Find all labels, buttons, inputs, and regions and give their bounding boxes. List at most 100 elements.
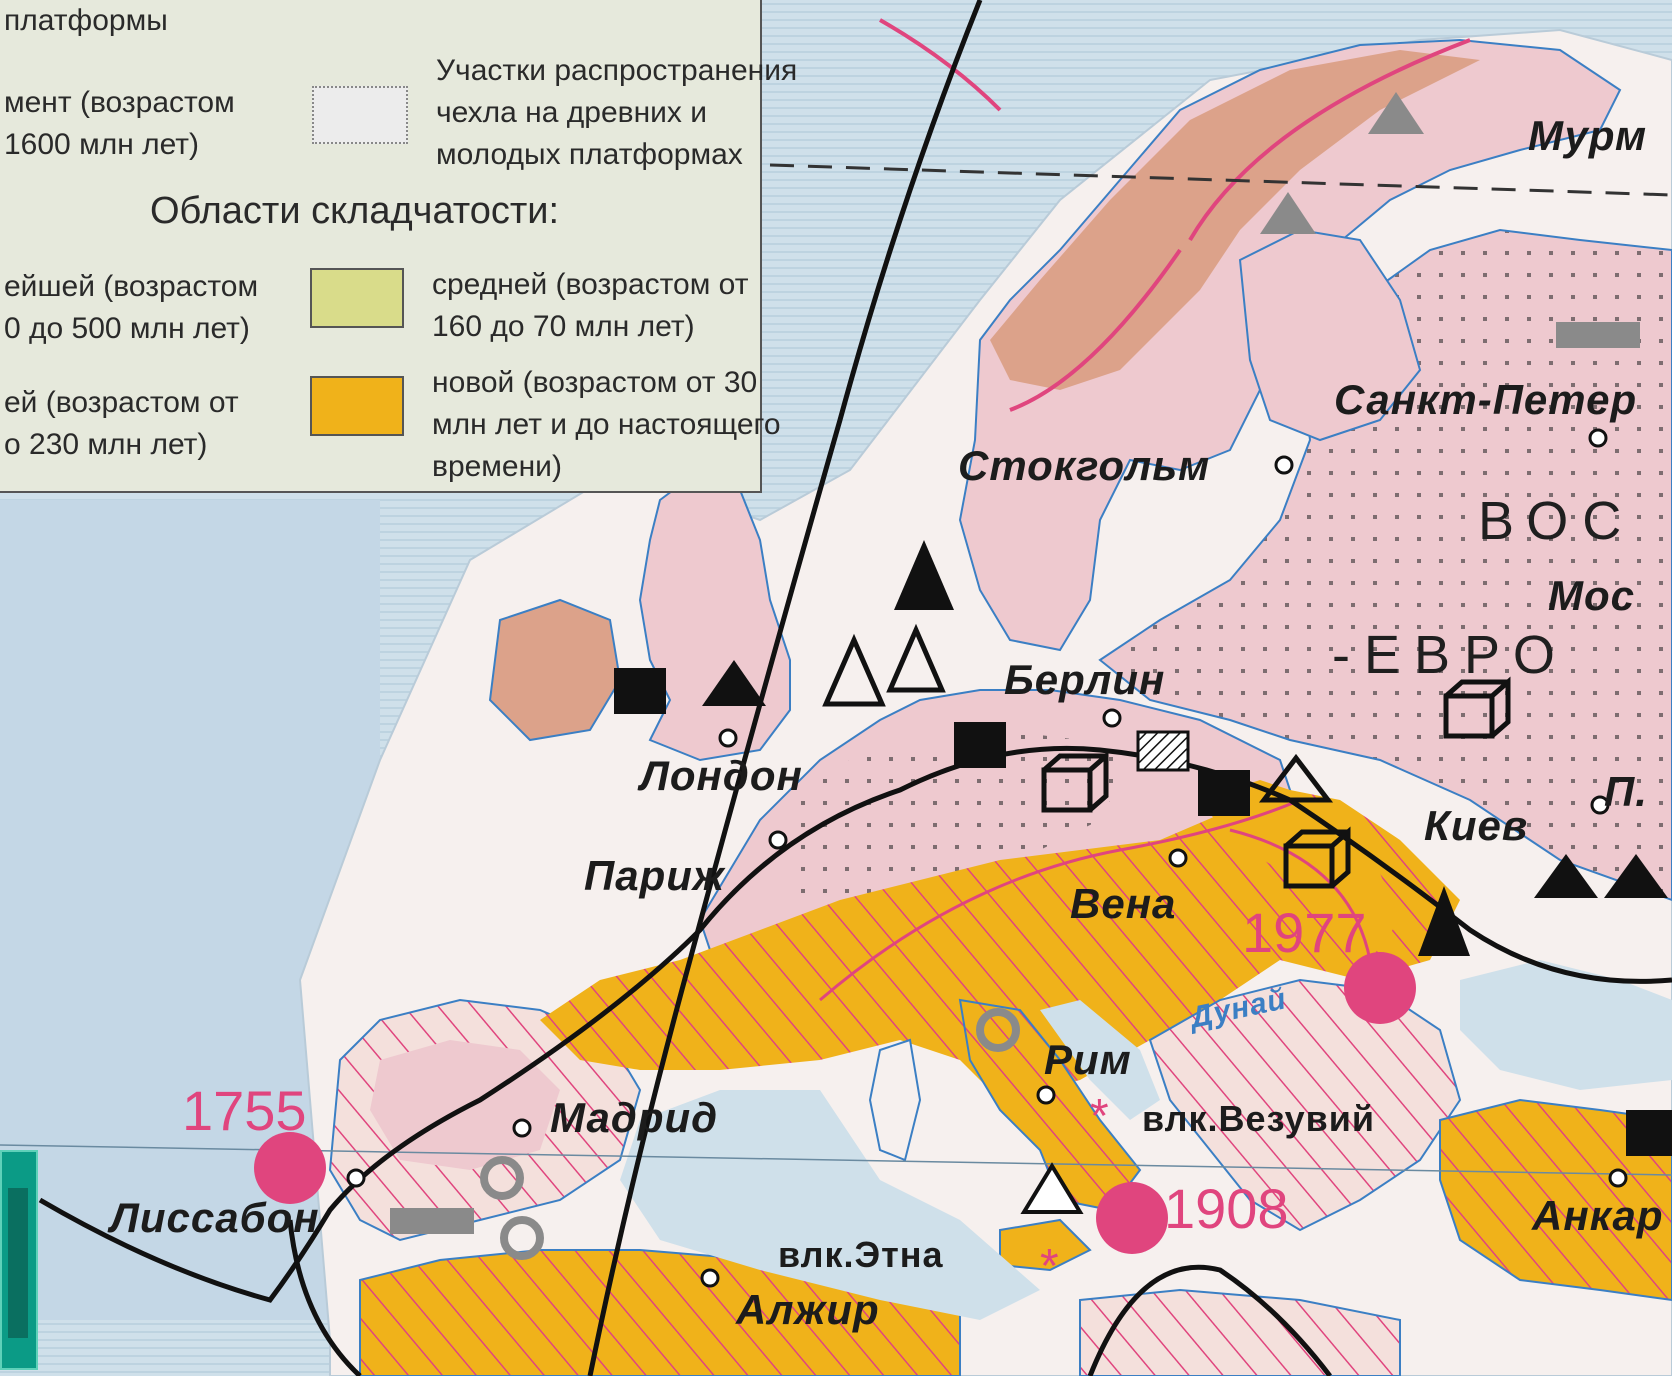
- city-dot-ankara: [1608, 1168, 1628, 1188]
- legend-middle-line2: 160 до 70 млн лет): [432, 310, 695, 343]
- potash-symbol: [1136, 730, 1190, 772]
- gas-symbol-north-sea-2: [886, 623, 946, 693]
- earthquake-year-messina: 1908: [1164, 1177, 1289, 1240]
- city-label-moscow: Мос: [1548, 572, 1635, 619]
- gas-symbol-north-sea-1: [822, 633, 886, 707]
- fold-arc-line-north: [1188, 38, 1471, 242]
- alpine-fold-belt: [540, 790, 1460, 1100]
- plate-boundary-line: [38, 745, 1672, 1303]
- city-label-algiers: Алжир: [736, 1286, 880, 1333]
- mineral-symbol-norway-2: [1260, 192, 1316, 234]
- legend-ancient-line1: ейшей (возрастом: [4, 270, 259, 303]
- earthquake-marker-vrancea: [1344, 952, 1416, 1024]
- region-label-line2: -ЕВРО: [1332, 625, 1569, 685]
- oil-symbol-carpathians: [1418, 886, 1470, 956]
- bauxite-symbol-scandinavia: [1556, 322, 1640, 348]
- iron-ore-symbol-1: [1041, 750, 1109, 813]
- city-dot-spb: [1588, 428, 1608, 448]
- earthquake-year-vrancea: 1977: [1242, 901, 1367, 964]
- earthquake-year-lisbon: 1755: [182, 1079, 307, 1142]
- etna-asterisk: *: [1040, 1240, 1059, 1293]
- bauxite-symbol-iberia: [390, 1208, 474, 1234]
- north-africa-east: [1079, 1288, 1401, 1376]
- legend-swatch-middle: [310, 268, 404, 328]
- side-navigation-tab[interactable]: [0, 1150, 38, 1370]
- ireland: [488, 598, 622, 742]
- finland: [1238, 228, 1422, 442]
- ancient-fold-belt: [990, 50, 1480, 390]
- volcano-label-etna: влк.Этна: [778, 1234, 944, 1275]
- south-boundary-line: [287, 1219, 362, 1376]
- city-dot-rome: [1036, 1085, 1056, 1105]
- adriatic-sea: [1040, 1000, 1160, 1120]
- oil-symbol-north-sea: [894, 540, 954, 610]
- oil-gas-symbol-sicily: [1020, 1162, 1084, 1214]
- oil-symbol-ukraine-1: [1534, 854, 1598, 898]
- iron-ore-symbol-2: [1443, 676, 1511, 739]
- city-label-vienna: Вена: [1070, 880, 1177, 927]
- legend-header-fragment: платформы: [4, 4, 168, 37]
- legend-new-line3: времени): [432, 450, 562, 483]
- legend-ancient-line2: 0 до 500 млн лет): [4, 312, 250, 345]
- city-label-spb: Санкт-Петер: [1334, 376, 1638, 423]
- city-label-rome: Рим: [1044, 1036, 1132, 1083]
- city-label-stockholm: Стокгольм: [958, 442, 1211, 489]
- side-navigation-tab-inner: [8, 1188, 28, 1338]
- legend-cover-line1: Участки распространения: [436, 54, 798, 87]
- east-european-platform: [1098, 228, 1672, 902]
- city-dot-vienna: [1168, 848, 1188, 868]
- city-dot-lisbon: [346, 1168, 366, 1188]
- coal-symbol-poland: [1198, 770, 1250, 816]
- city-label-kiev: Киев: [1424, 802, 1529, 849]
- legend-cover-line2: чехла на древних и: [436, 96, 707, 129]
- oil-symbol-ukraine-2: [1604, 854, 1668, 898]
- mid-ocean-line: [587, 0, 983, 1376]
- coal-symbol-germany: [954, 722, 1006, 768]
- alpine-front-line: [819, 798, 1301, 1002]
- legend-cover-line3: молодых платформах: [436, 138, 743, 171]
- city-dot-london: [718, 728, 738, 748]
- city-label-ankara: Анкар: [1532, 1192, 1664, 1239]
- mediterranean-sea: [620, 1090, 1040, 1320]
- mineral-ring-italy: [976, 1008, 1020, 1052]
- city-dot-kiev: [1590, 795, 1610, 815]
- city-label-murmansk: Мурм: [1528, 112, 1648, 159]
- city-dot-paris: [768, 830, 788, 850]
- city-label-p-fragment: П.: [1604, 768, 1648, 815]
- city-dot-berlin: [1102, 708, 1122, 728]
- iron-ore-symbol-3: [1283, 826, 1351, 889]
- city-label-madrid: Мадрид: [550, 1094, 719, 1141]
- oceanic-fault-line: [879, 18, 1002, 112]
- city-label-london: Лондон: [640, 752, 803, 799]
- city-label-lisbon: Лиссабон: [110, 1194, 320, 1241]
- city-dot-algiers: [700, 1268, 720, 1288]
- city-label-berlin: Берлин: [1004, 656, 1166, 703]
- corsica-sardinia: [868, 1038, 922, 1162]
- mineral-ring-spain-1: [480, 1156, 524, 1200]
- coal-symbol-anatolia: [1626, 1110, 1672, 1156]
- city-dot-madrid: [512, 1118, 532, 1138]
- carpathian-front-line: [1229, 828, 1372, 961]
- earthquake-marker-messina: [1096, 1182, 1168, 1254]
- oil-symbol-britain: [702, 660, 766, 706]
- south-boundary-line-2: [1087, 1264, 1332, 1376]
- mineral-ring-spain-2: [500, 1216, 544, 1260]
- legend-basement-line2: 1600 млн лет): [4, 128, 200, 161]
- city-dot-stockholm: [1274, 455, 1294, 475]
- legend-old-line1: ей (возрастом от: [4, 386, 239, 419]
- fold-arc-line-scandes: [1009, 248, 1182, 412]
- carpathian-arc: [1200, 780, 1400, 960]
- legend-panel: платформы мент (возрастом 1600 млн лет) …: [0, 0, 797, 493]
- mineral-symbol-norway-1: [1368, 92, 1424, 134]
- vesuvius-asterisk: *: [1090, 1090, 1109, 1143]
- city-label-paris: Париж: [584, 852, 725, 899]
- legend-swatch-new: [310, 376, 404, 436]
- legend-old-line2: о 230 млн лет): [4, 428, 208, 461]
- region-label-line1: ВОС: [1478, 491, 1636, 551]
- legend-middle-line1: средней (возрастом от: [432, 268, 749, 301]
- legend-folding-title: Области складчатости:: [150, 190, 560, 232]
- legend-swatch-cover: [312, 86, 408, 144]
- volcano-label-vesuvius: влк.Везувий: [1142, 1098, 1375, 1139]
